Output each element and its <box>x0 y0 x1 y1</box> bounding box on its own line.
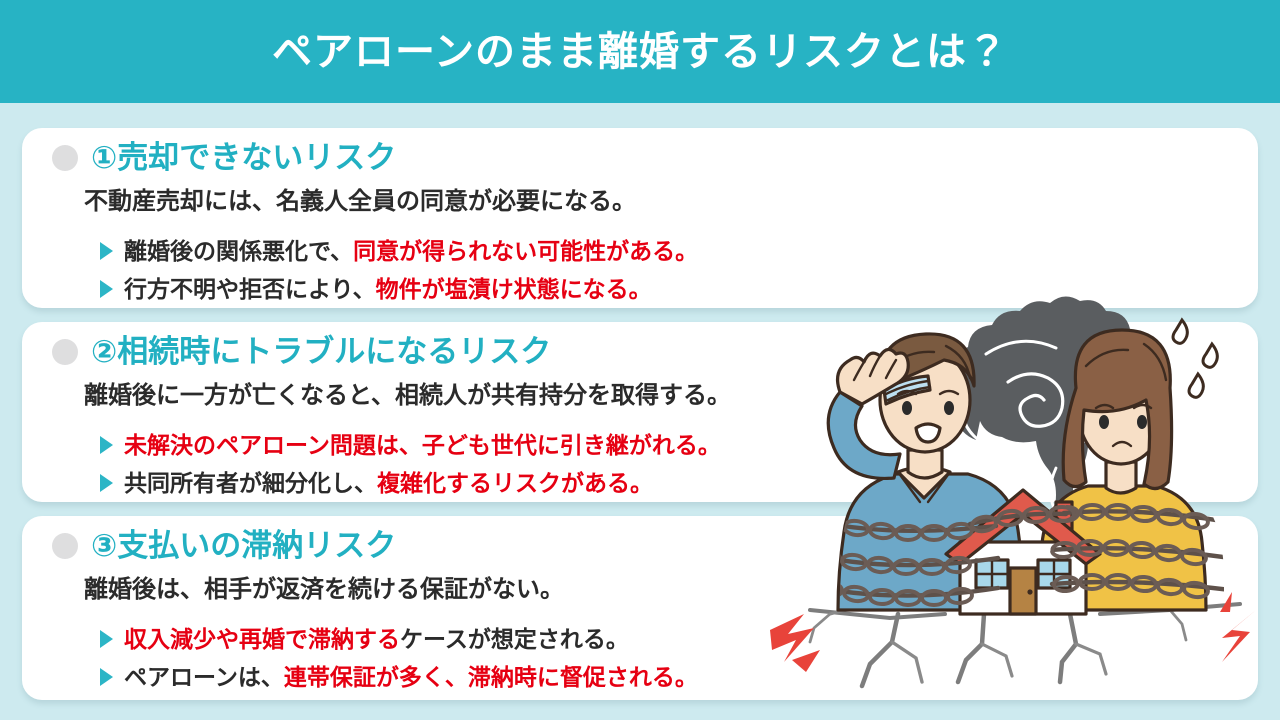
card-1-bullet-list: 離婚後の関係悪化で、同意が得られない可能性がある。 行方不明や拒否により、物件が… <box>100 232 698 308</box>
card-1-heading-row: ①売却できないリスク <box>52 142 396 173</box>
triangle-right-icon <box>100 242 113 260</box>
card-2-bullet-2: 共同所有者が細分化し、複雑化するリスクがある。 <box>124 469 653 496</box>
slide-header: ペアローンのまま離婚するリスクとは？ <box>0 0 1280 103</box>
card-3-heading-row: ③支払いの滞納リスク <box>52 530 396 561</box>
card-2-lead-text: 離婚後に一方が亡くなると、相続人が共有持分を取得する。 <box>84 382 732 409</box>
card-1-heading: ①売却できないリスク <box>91 140 397 175</box>
card-3-bullet-1: 収入減少や再婚で滞納するケースが想定される。 <box>124 625 629 652</box>
card-2-heading-row: ②相続時にトラブルになるリスク <box>52 336 551 367</box>
filled-circle-icon <box>52 532 78 559</box>
list-item: 離婚後の関係悪化で、同意が得られない可能性がある。 <box>100 232 698 270</box>
triangle-right-icon <box>100 474 113 492</box>
filled-circle-icon <box>52 338 78 365</box>
card-3-bullet-list: 収入減少や再婚で滞納するケースが想定される。 ペアローンは、連帯保証が多く、滞納… <box>100 620 698 696</box>
chains-icon <box>840 502 1224 607</box>
risk-card-1: ①売却できないリスク 不動産売却には、名義人全員の同意が必要になる。 離婚後の関… <box>22 128 1258 308</box>
card-2-bullet-1: 未解決のペアローン問題は、子ども世代に引き継がれる。 <box>124 431 721 458</box>
couple-chained-to-house-illustration: .ol{stroke:#3d2b20;stroke-width:3.2;stro… <box>770 262 1270 700</box>
sweat-drops-icon <box>1171 317 1219 399</box>
page-title: ペアローンのまま離婚するリスクとは？ <box>272 29 1008 74</box>
cracked-ground-icon <box>808 600 1242 689</box>
list-item: 行方不明や拒否により、物件が塩漬け状態になる。 <box>100 270 698 308</box>
card-1-bullet-1: 離婚後の関係悪化で、同意が得られない可能性がある。 <box>124 237 699 264</box>
list-item: ペアローンは、連帯保証が多く、滞納時に督促される。 <box>100 658 698 696</box>
card-3-lead-text: 離婚後は、相手が返済を続ける保証がない。 <box>84 576 564 603</box>
list-item: 収入減少や再婚で滞納するケースが想定される。 <box>100 620 698 658</box>
filled-circle-icon <box>52 144 78 171</box>
triangle-right-icon <box>100 630 113 648</box>
triangle-right-icon <box>100 668 113 686</box>
triangle-right-icon <box>100 436 113 454</box>
lightning-bolt-icon <box>770 592 1256 672</box>
list-item: 未解決のペアローン問題は、子ども世代に引き継がれる。 <box>100 426 721 464</box>
card-1-bullet-2: 行方不明や拒否により、物件が塩漬け状態になる。 <box>124 275 652 302</box>
card-3-heading: ③支払いの滞納リスク <box>91 528 397 563</box>
card-3-bullet-2: ペアローンは、連帯保証が多く、滞納時に督促される。 <box>124 663 698 690</box>
card-2-bullet-list: 未解決のペアローン問題は、子ども世代に引き継がれる。 共同所有者が細分化し、複雑… <box>100 426 721 502</box>
card-1-lead-text: 不動産売却には、名義人全員の同意が必要になる。 <box>84 188 636 215</box>
triangle-right-icon <box>100 280 113 298</box>
list-item: 共同所有者が細分化し、複雑化するリスクがある。 <box>100 464 721 502</box>
card-2-heading: ②相続時にトラブルになるリスク <box>91 334 552 369</box>
